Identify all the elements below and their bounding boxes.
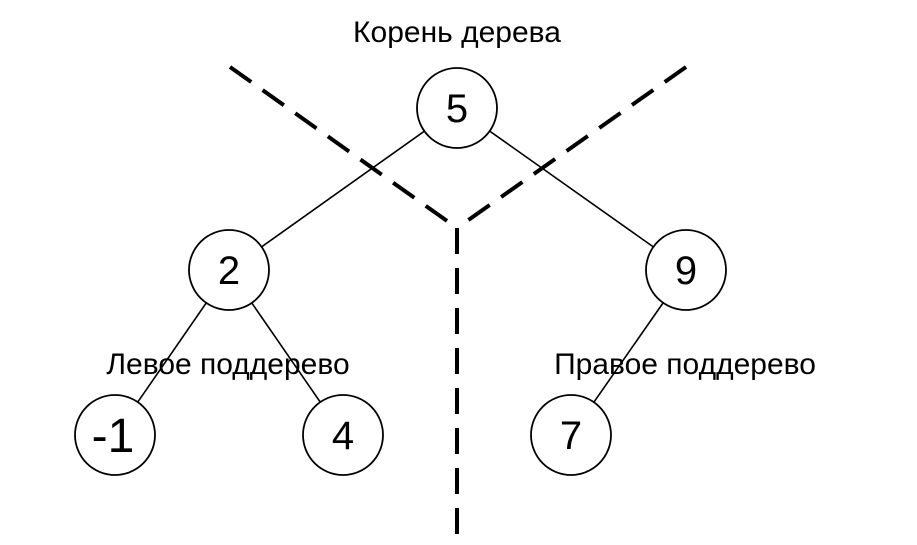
node-root-value: 5 bbox=[446, 87, 468, 131]
node-left-right: 4 bbox=[302, 394, 384, 476]
node-left-circle bbox=[188, 229, 270, 311]
node-right-left-circle bbox=[530, 394, 612, 476]
node-left: 2 bbox=[188, 229, 270, 311]
root-label: Корень дерева bbox=[353, 16, 561, 49]
node-left-value: 2 bbox=[218, 249, 240, 293]
node-right-left: 7 bbox=[530, 394, 612, 476]
node-root: 5 bbox=[416, 67, 498, 149]
right-subtree-label: Правое поддерево bbox=[554, 348, 816, 381]
node-right-left-value: 7 bbox=[560, 414, 582, 458]
node-root-circle bbox=[416, 67, 498, 149]
node-left-left: -1 bbox=[74, 394, 156, 476]
node-right: 9 bbox=[645, 229, 727, 311]
node-left-left-circle bbox=[74, 394, 156, 476]
edge-5-9 bbox=[456, 107, 687, 271]
node-right-value: 9 bbox=[675, 249, 697, 293]
left-subtree-label: Левое поддерево bbox=[106, 348, 349, 381]
node-left-left-value: -1 bbox=[92, 410, 135, 463]
node-left-right-value: 4 bbox=[332, 414, 354, 458]
root-divider-left bbox=[228, 65, 459, 230]
edge-5-2 bbox=[228, 107, 458, 271]
root-divider-right bbox=[455, 65, 688, 230]
node-right-circle bbox=[645, 229, 727, 311]
node-left-right-circle bbox=[302, 394, 384, 476]
